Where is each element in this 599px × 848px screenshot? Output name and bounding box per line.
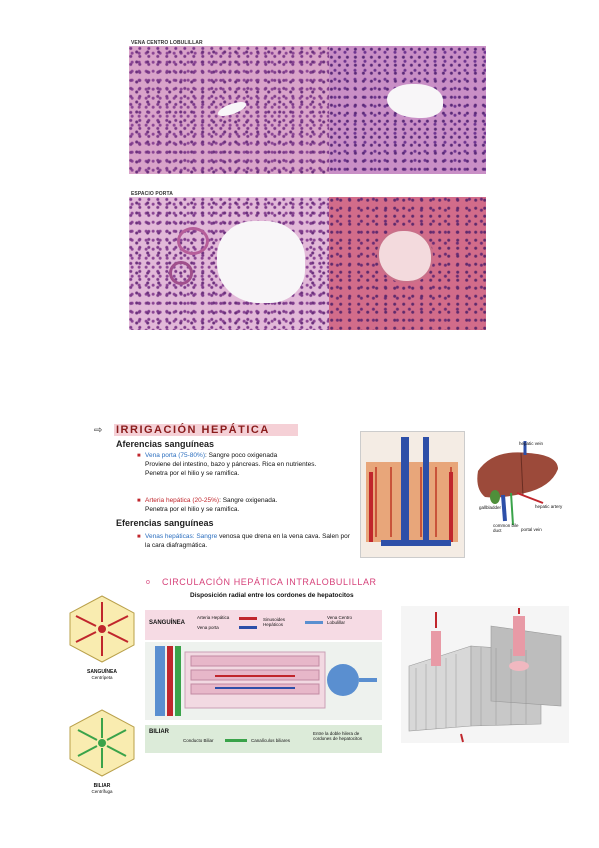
arrow-blue [239, 626, 257, 629]
arrow-light-blue [305, 621, 323, 624]
bullet-icon: ■ [137, 498, 141, 504]
flow-entre: Entre la doble hilera de cordones de hep… [313, 731, 363, 741]
lobule-illustration [360, 431, 465, 558]
eferencias-heading: Eferencias sanguíneas [116, 518, 214, 528]
flow-biliar-band: BILIAR Conducto Biliar Canalículos bilia… [145, 725, 382, 753]
caption-vena-centro: VENA CENTRO LOBULILLAR [131, 40, 203, 46]
hex-bottom-sub: Centrífuga [91, 789, 113, 794]
porta-line2: Proviene del intestino, bazo y páncreas.… [145, 461, 317, 468]
label-common-bile-duct: common bile duct [493, 523, 519, 533]
arrow-green [225, 739, 247, 742]
circ-bullet: o [146, 579, 150, 586]
histology-image-2 [329, 46, 486, 174]
porta-label: Vena porta (75-80%) [145, 452, 205, 459]
venas-label: Venas hepáticas: Sangre [145, 533, 218, 540]
porta-block: Vena porta (75-80%): Sangre poco oxigena… [145, 451, 351, 478]
flow-vena-centro: Vena Centro Lobulillar [327, 615, 353, 625]
label-portal-vein: portal vein [521, 527, 542, 532]
porta-text: : Sangre poco oxigenada [204, 452, 278, 459]
bullet-icon: ■ [137, 453, 141, 459]
arteria-label: Arteria hepática (20-25%) [145, 497, 220, 504]
section-arrow-icon: ⇨ [94, 425, 103, 436]
circ-heading: CIRCULACIÓN HEPÁTICA INTRALOBULILLAR [162, 577, 377, 587]
hex-bottom-title: BILIAR [93, 783, 111, 789]
flow-conducto: Conducto Biliar [183, 738, 214, 743]
venas-block: Venas hepáticas: Sangre venosa que drena… [145, 532, 351, 550]
flow-sanguinea-title: SANGUÍNEA [149, 620, 186, 626]
section-heading: IRRIGACIÓN HEPÁTICA [114, 424, 298, 436]
flow-sinusoides: Sinusoides Hepáticos [263, 617, 286, 627]
bullet-icon: ■ [137, 534, 141, 540]
aferencias-heading: Aferencias sanguíneas [116, 439, 215, 449]
arteria-block: Arteria hepática (20-25%): Sangre oxigen… [145, 496, 351, 514]
liver-illustration: hepatic vein gallbladder hepatic artery … [473, 441, 563, 537]
flow-canaliculos: Canalículos biliares [251, 738, 291, 743]
histology-image-4 [329, 197, 486, 330]
histology-image-3 [129, 197, 329, 330]
label-gallbladder: gallbladder [479, 505, 502, 510]
porta-line3: Penetra por el hilio y se ramifica. [145, 470, 240, 477]
arteria-text: : Sangre oxigenada. [219, 497, 278, 504]
flow-vena-porta: Vena porta [197, 625, 219, 630]
hex-diagram-sanguinea: SANGUÍNEA Centrípeta [66, 594, 138, 680]
caption-espacio-porta: ESPACIO PORTA [131, 191, 173, 197]
arteria-line2: Penetra por el hilio y se ramifica. [145, 506, 240, 513]
label-hepatic-artery: hepatic artery [535, 504, 563, 509]
label-hepatic-vein: hepatic vein [519, 441, 544, 446]
hex-top-sub: Centrípeta [91, 675, 113, 680]
circ-subtitle: Disposición radial entre los cordones de… [190, 592, 354, 599]
histology-image-1 [129, 46, 329, 174]
venas-text: venosa que drena en la vena cava. Salen … [145, 533, 350, 549]
flow-sanguinea-band: SANGUÍNEA Arteria Hepática Vena porta Si… [145, 610, 382, 640]
flow-arteria: Arteria Hepática [197, 615, 230, 620]
flow-lobule-drawing [145, 642, 382, 720]
arrow-red [239, 617, 257, 620]
hex-top-title: SANGUÍNEA [86, 669, 117, 675]
flow-biliar-title: BILIAR [149, 729, 169, 735]
lobule-3d-illustration [401, 606, 569, 743]
hex-diagram-biliar: BILIAR Centrífuga [66, 708, 138, 794]
